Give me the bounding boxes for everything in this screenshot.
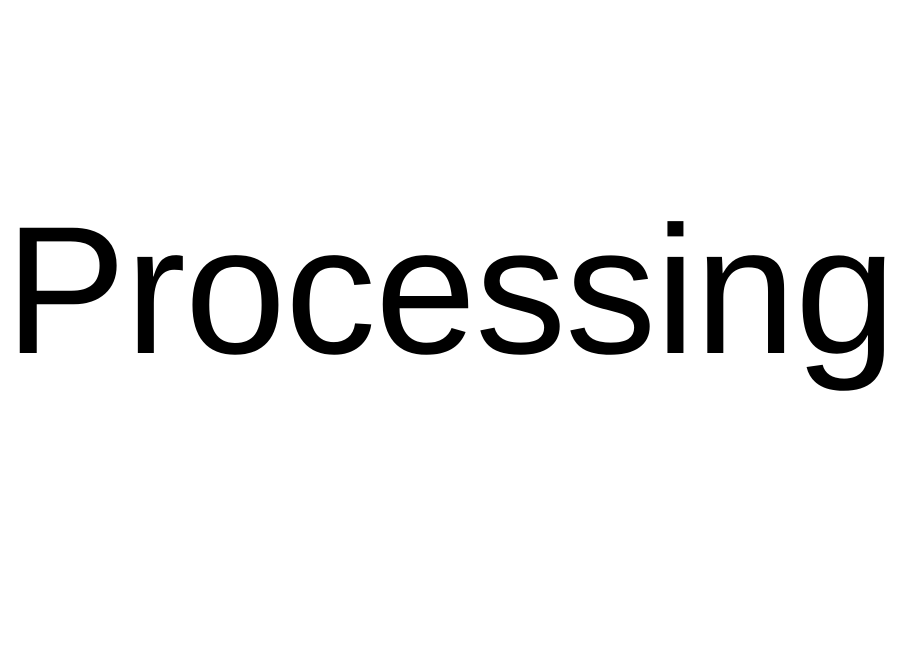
- processing-status-text: Processing: [4, 188, 896, 392]
